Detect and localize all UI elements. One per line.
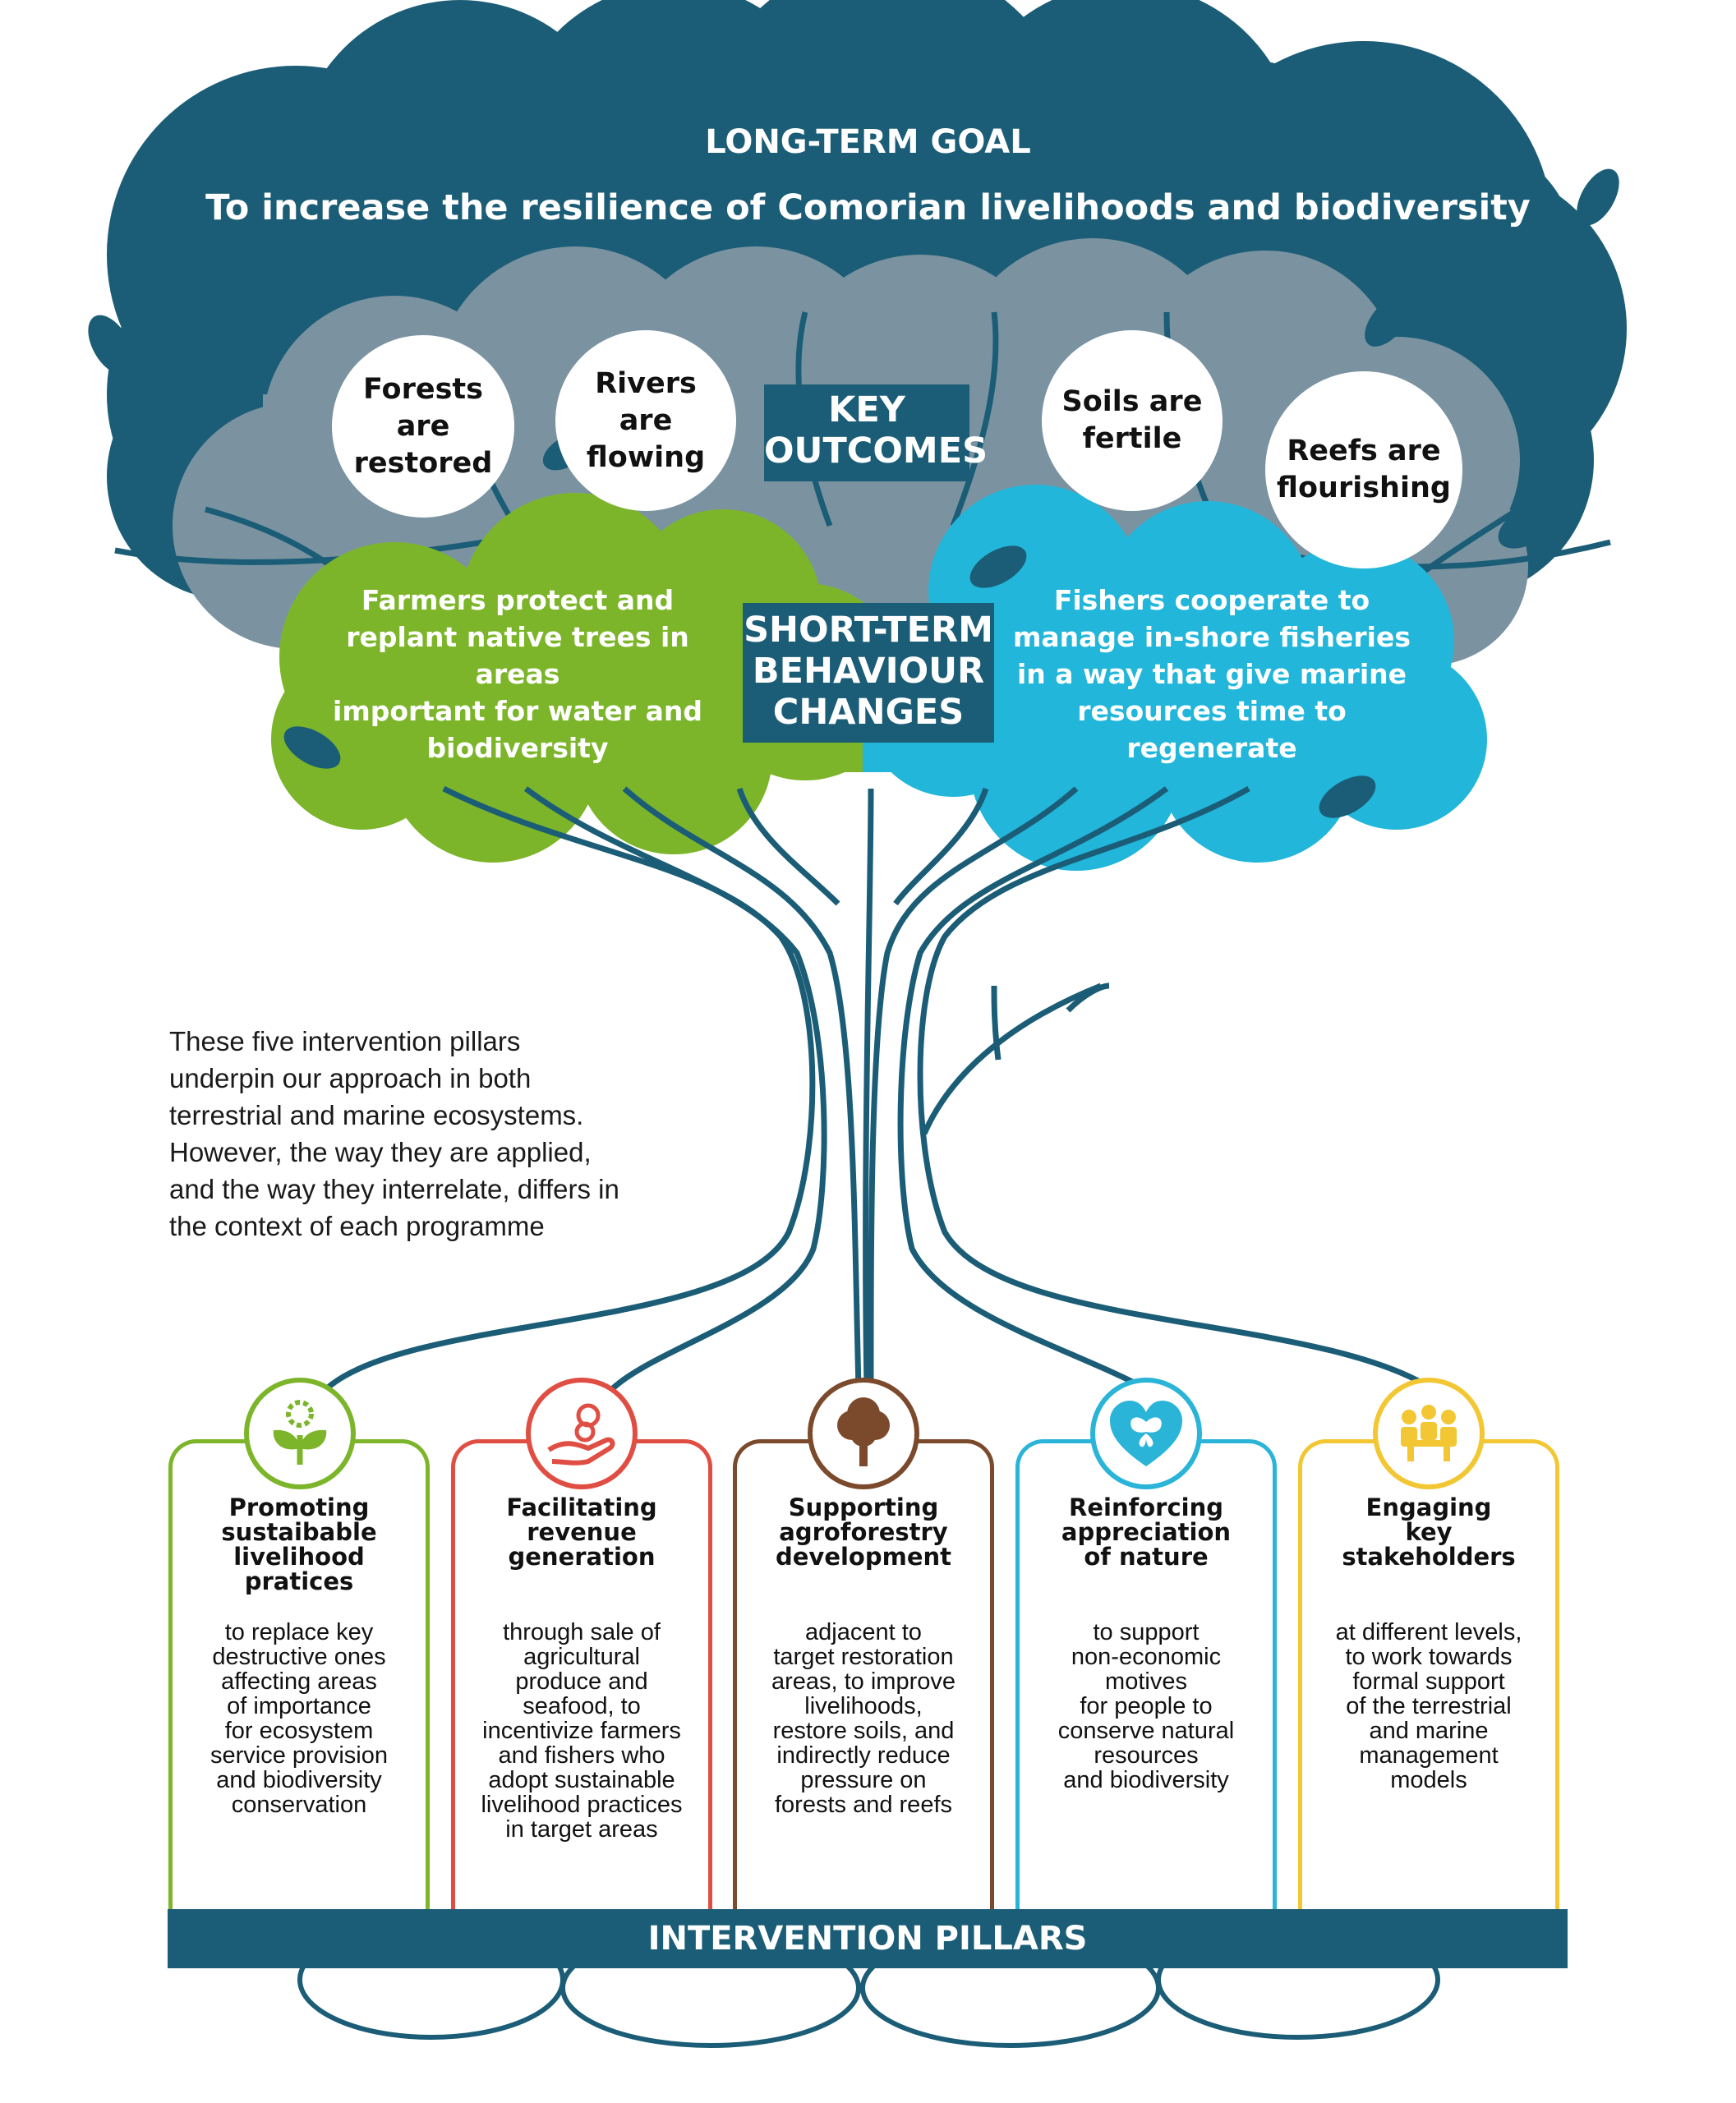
- tree-icon: [808, 1378, 919, 1489]
- sprout-gear-icon: [244, 1378, 356, 1489]
- farmers-behaviour-text: Farmers protect and replant native trees…: [333, 584, 702, 764]
- pillar-box: [168, 1439, 430, 1909]
- goal-text: To increase the resilience of Comorian l…: [205, 187, 1531, 228]
- pillar-box: [1298, 1439, 1559, 1909]
- root-loops: [297, 1920, 1440, 2048]
- fishers-behaviour-text: Fishers cooperate to manage in-shore fis…: [1013, 584, 1411, 764]
- trunk: [325, 785, 1433, 1392]
- key-outcomes-label: KEY OUTCOMES: [764, 384, 988, 481]
- pillar-box: [451, 1439, 712, 1909]
- people-meeting-icon: [1373, 1378, 1485, 1489]
- behaviour-label: SHORT-TERM BEHAVIOUR CHANGES: [743, 603, 994, 743]
- goal-heading: LONG-TERM GOAL: [705, 123, 1031, 161]
- intro-paragraph: These five intervention pillars underpin…: [169, 1026, 619, 1241]
- intervention-pillars-bar: INTERVENTION PILLARS: [168, 1909, 1568, 1968]
- heart-butterfly-icon: [1090, 1378, 1202, 1489]
- hand-coins-icon: [526, 1378, 638, 1489]
